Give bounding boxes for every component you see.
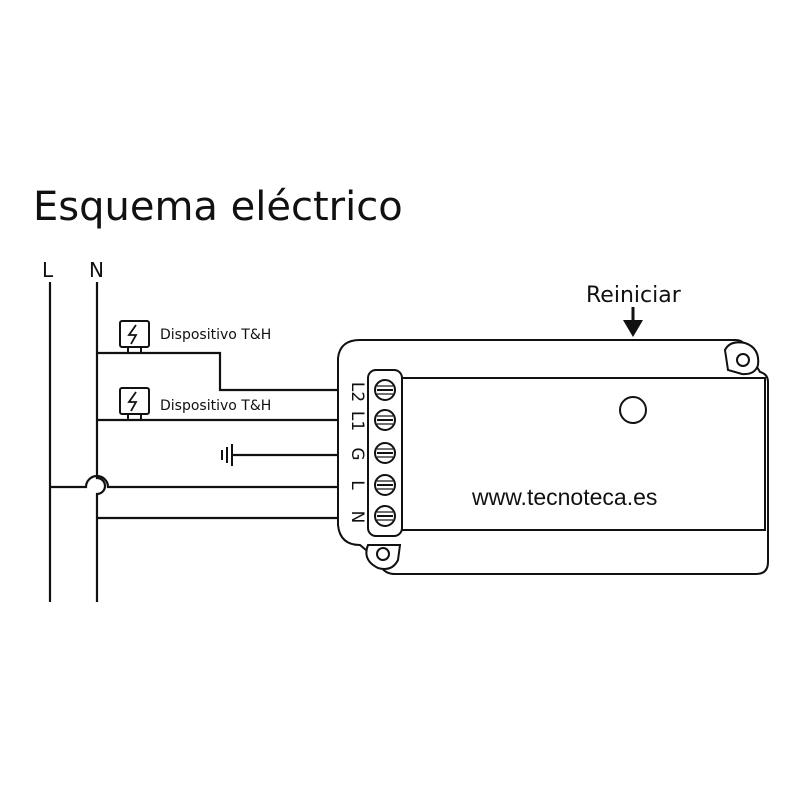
lightning-bolt-icon	[127, 391, 138, 412]
device-1-box	[119, 320, 150, 348]
wire-device-1	[97, 351, 338, 392]
device-1-label: Dispositivo T&H	[160, 327, 271, 343]
rail-label-neutral: N	[89, 258, 104, 282]
lightning-bolt-icon	[127, 324, 138, 345]
terminal-label-G: G	[347, 447, 367, 460]
terminal-screw-L1	[374, 409, 396, 431]
module-body: L2 L1 G L N www.tecnoteca.es	[337, 339, 769, 575]
diagram-title: Esquema eléctrico	[33, 184, 403, 230]
device-1: Dispositivo T&H	[119, 320, 271, 353]
terminal-label-L1: L1	[347, 411, 367, 431]
reset-label: Reiniciar	[586, 283, 682, 308]
mounting-hole-top	[736, 353, 750, 367]
terminal-screw-N	[374, 505, 396, 527]
terminal-screw-G	[374, 442, 396, 464]
terminal-label-N: N	[347, 511, 367, 524]
rail-neutral	[95, 282, 107, 602]
terminal-screw-L	[374, 474, 396, 496]
terminal-label-L: L	[347, 480, 367, 490]
device-2-box	[119, 387, 150, 415]
wire-live-to-L	[50, 474, 338, 489]
device-2: Dispositivo T&H	[119, 387, 271, 420]
reset-arrow-icon	[623, 307, 643, 337]
rail-label-live: L	[42, 258, 54, 282]
mounting-hole-bottom	[376, 547, 390, 561]
terminal-label-L2: L2	[347, 382, 367, 402]
module-url: www.tecnoteca.es	[471, 484, 657, 510]
ground-icon	[221, 444, 233, 466]
device-2-label: Dispositivo T&H	[160, 398, 271, 414]
reset-button[interactable]	[619, 396, 647, 424]
terminal-screw-L2	[374, 379, 396, 401]
